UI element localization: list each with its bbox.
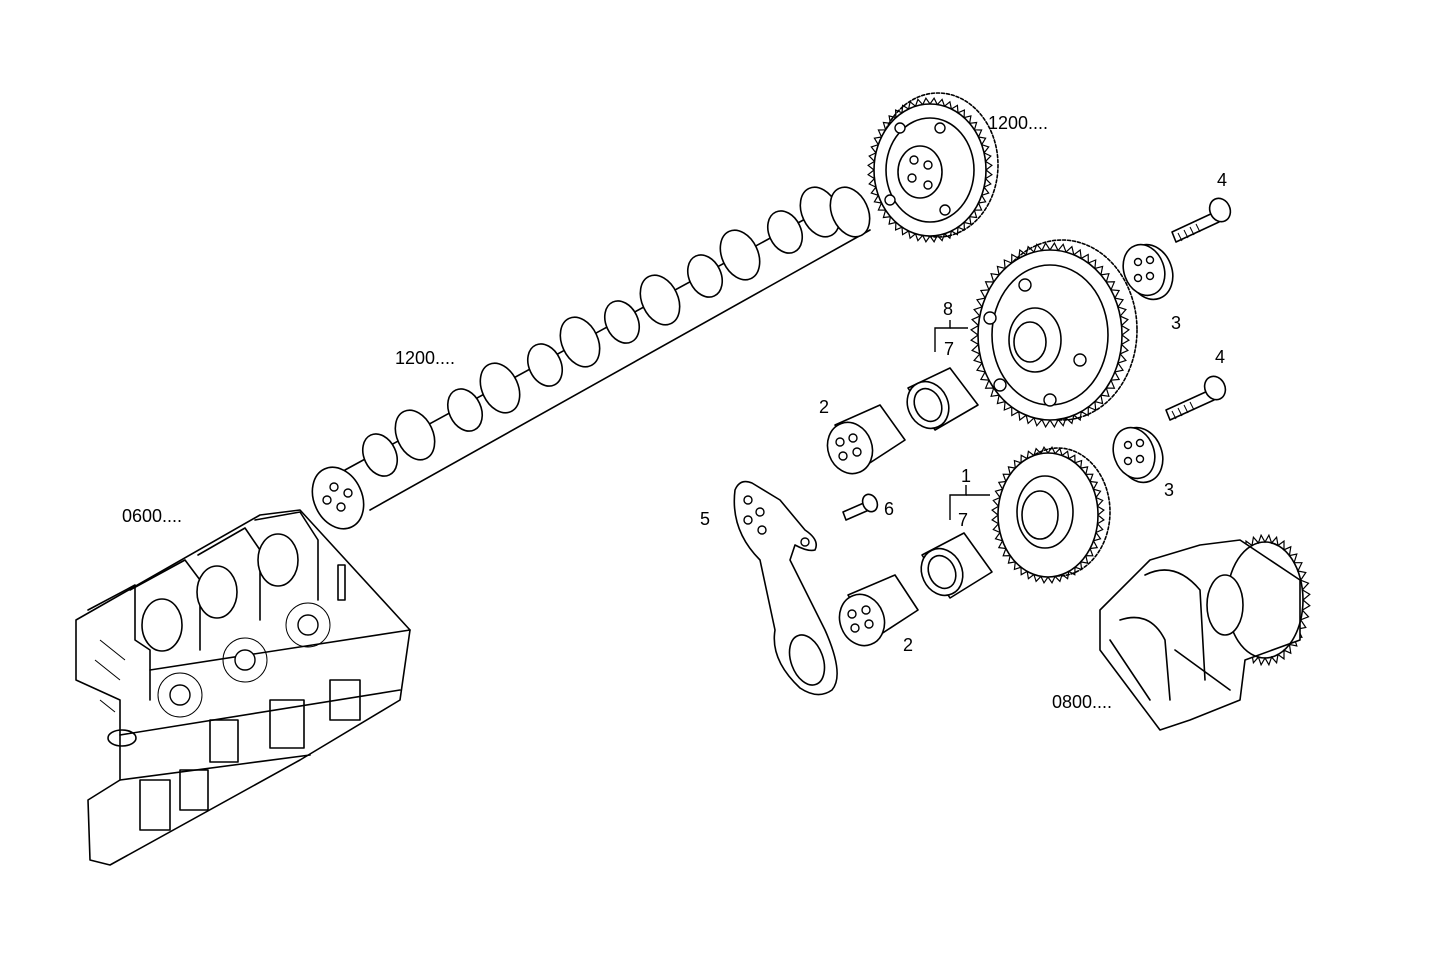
callout-ref-crankshaft: 0800.... — [1052, 692, 1112, 712]
bolt-lower-drawing — [1165, 375, 1227, 421]
callout-part-4-lower: 4 — [1215, 347, 1225, 367]
callout-part-2-upper: 2 — [819, 397, 829, 417]
pin-lower-drawing — [838, 574, 919, 647]
crankshaft-drawing — [1099, 539, 1304, 731]
callout-ref-camshaft-gear: 1200.... — [988, 113, 1048, 133]
callout-ref-cylinder-head: 0600.... — [122, 506, 182, 526]
upper-idler-gear-drawing — [977, 239, 1138, 421]
pin-upper-drawing — [826, 404, 906, 475]
callout-part-2-lower: 2 — [903, 635, 913, 655]
callout-part-5: 5 — [700, 509, 710, 529]
bolt-upper-drawing — [1171, 197, 1232, 243]
washer-upper-drawing — [1122, 243, 1174, 301]
callout-part-3-upper: 3 — [1171, 313, 1181, 333]
callout-part-7-lower: 7 — [958, 510, 968, 530]
callout-part-6: 6 — [884, 499, 894, 519]
screw-drawing — [842, 493, 879, 521]
callout-part-3-lower: 3 — [1164, 480, 1174, 500]
callout-ref-camshaft: 1200.... — [395, 348, 455, 368]
camshaft-gear-drawing — [873, 92, 999, 238]
callout-part-7-upper: 7 — [944, 339, 954, 359]
callout-part-1: 1 — [961, 466, 971, 486]
callout-part-4-upper: 4 — [1217, 170, 1227, 190]
camshaft-drawing — [311, 186, 871, 530]
washer-lower-drawing — [1112, 426, 1164, 484]
leader-lines — [934, 320, 990, 520]
bushing-upper-drawing — [906, 367, 979, 431]
callout-part-8: 8 — [943, 299, 953, 319]
bushing-lower-drawing — [920, 532, 993, 599]
lower-idler-gear-drawing — [997, 447, 1111, 578]
bracket-drawing — [733, 480, 838, 696]
cylinder-head-drawing — [75, 509, 411, 866]
